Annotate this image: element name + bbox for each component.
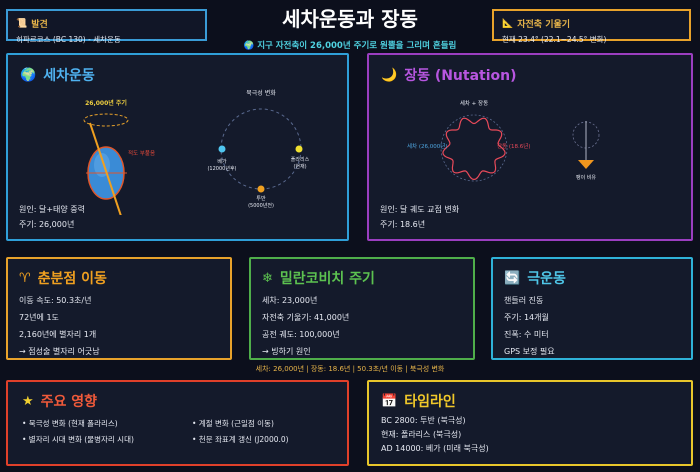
tilt-title: 자전축 기울기 — [517, 20, 571, 30]
equinox-card: ♈ 춘분점 이동 이동 속도: 50.3초/년 72년에 1도 2,160년에 … — [6, 257, 232, 360]
pendulum-label: 팽이 비유 — [576, 174, 596, 181]
tilt-text: 현재 23.4° (22.1~24.5° 변화) — [502, 35, 607, 44]
polaris-star — [295, 145, 303, 153]
timeline-item: 현재: 폴라리스 (북극성) — [381, 430, 462, 439]
aries-icon: ♈ — [19, 270, 31, 286]
cycle-icon: 🔄 — [504, 270, 521, 286]
effects-right: • 계절 변화 (근일점 이동) • 천문 좌표계 갱신 (J2000.0) — [192, 416, 289, 448]
discovery-box: 📜 발견 히파르코스 (BC 130) - 세차운동 — [6, 9, 207, 44]
timeline-title: 타임라인 — [404, 394, 456, 410]
nutation-wave — [442, 117, 506, 181]
effects-card: ★ 주요 영향 • 북극성 변화 (현재 폴라리스) • 별자리 시대 변화 (… — [6, 380, 349, 466]
timeline-item: BC 2800: 투반 (북극성) — [381, 416, 466, 425]
thuban-star — [257, 185, 265, 193]
effects-title: 주요 영향 — [40, 394, 98, 410]
precession-diagram: 26,000년 주기 적도 부풀음 북극성 변화 베가 (12000년후) 폴라… — [83, 89, 310, 215]
nutation-right-label: 장동 (18.6년) — [497, 142, 530, 150]
equinox-line: 72년에 1도 — [19, 313, 59, 322]
effect-item: • 계절 변화 (근일점 이동) — [192, 419, 274, 428]
vega-star — [218, 145, 226, 153]
polar-line: GPS 보정 필요 — [504, 347, 555, 356]
rotation-axis — [89, 122, 122, 215]
star-icon: ★ — [22, 393, 34, 409]
polar-lines: 챈들러 진동 주기: 14개월 진폭: 수 미터 GPS 보정 필요 — [504, 292, 555, 360]
timeline-card: 📅 타임라인 BC 2800: 투반 (북극성) 현재: 폴라리스 (북극성) … — [367, 380, 693, 466]
discovery-text: 히파르코스 (BC 130) - 세차운동 — [16, 35, 121, 44]
milankovitch-card: ❄ 밀란코비치 주기 세차: 23,000년 자전축 기울기: 41,000년 … — [249, 257, 475, 360]
earth-icon: 🌍 — [243, 41, 255, 51]
precession-cone-ellipse — [83, 113, 129, 127]
thuban-label: 투반 — [256, 195, 266, 202]
discovery-title: 발견 — [31, 20, 48, 30]
milankovitch-line: 자전축 기울기: 41,000년 — [262, 313, 350, 322]
precession-circle — [440, 114, 508, 182]
angle-icon: 📐 — [502, 18, 514, 29]
moon-icon: 🌙 — [381, 67, 398, 83]
scroll-icon: 📜 — [16, 18, 28, 29]
nutation-cause: 원인: 달 궤도 교점 변화 — [380, 205, 460, 214]
thuban-sub: (5000년전) — [248, 202, 274, 209]
snowflake-icon: ❄ — [262, 270, 273, 286]
nutation-left-label: 세차 (26,000년) — [407, 142, 447, 150]
nutation-diagram-title: 세차 + 장동 — [460, 99, 488, 107]
precession-cause: 원인: 달+태양 중력 — [19, 205, 86, 214]
polaris-sub: (현재) — [293, 163, 306, 170]
polar-title: 극운동 — [527, 271, 566, 287]
polar-motion-card: 🔄 극운동 챈들러 진동 주기: 14개월 진폭: 수 미터 GPS 보정 필요 — [491, 257, 693, 360]
equator-label: 적도 부풀음 — [128, 150, 155, 157]
top-marker — [578, 160, 594, 169]
precession-title: 세차운동 — [43, 68, 95, 84]
equinox-title: 춘분점 이동 — [37, 271, 107, 287]
nutation-title: 장동 (Nutation) — [404, 68, 517, 84]
timeline-item: AD 14000: 베가 (미래 북극성) — [381, 444, 489, 453]
calendar-icon: 📅 — [381, 393, 398, 409]
vega-sub: (12000년후) — [207, 165, 236, 172]
page-subtitle: 🌍 지구 자전축이 26,000년 주기로 원뿔을 그리며 흔들림 — [243, 41, 457, 51]
milankovitch-lines: 세차: 23,000년 자전축 기울기: 41,000년 공전 궤도: 100,… — [262, 292, 349, 360]
equinox-lines: 이동 속도: 50.3초/년 72년에 1도 2,160년에 별자리 1개 → … — [19, 292, 100, 360]
nutation-card: 🌙 장동 (Nutation) 세차 + 장동 세차 (26,000년) 장동 … — [367, 53, 693, 241]
vega-label: 베가 — [217, 158, 227, 165]
tilt-box: 📐 자전축 기울기 현재 23.4° (22.1~24.5° 변화) — [492, 9, 691, 44]
orbit-title: 북극성 변화 — [246, 89, 276, 97]
milankovitch-line: 세차: 23,000년 — [262, 296, 318, 305]
precession-card: 🌍 세차운동 26,000년 주기 적도 부풀음 북극성 변화 베가 (1200… — [6, 53, 349, 241]
precession-period: 주기: 26,000년 — [19, 220, 75, 229]
nutation-diagram: 세차 + 장동 세차 (26,000년) 장동 (18.6년) 팽이 비유 — [407, 99, 600, 182]
effects-left: • 북극성 변화 (현재 폴라리스) • 별자리 시대 변화 (물병자리 시대) — [22, 416, 134, 448]
stats-bar: 세차: 26,000년 | 장동: 18.6년 | 50.3초/년 이동 | 북… — [255, 365, 445, 373]
polaris-label: 폴라리스 — [291, 156, 310, 163]
period-label: 26,000년 주기 — [85, 99, 127, 107]
effect-item: • 천문 좌표계 갱신 (J2000.0) — [192, 435, 289, 444]
globe-icon: 🌍 — [20, 67, 37, 83]
milankovitch-title: 밀란코비치 주기 — [279, 271, 375, 287]
effect-item: • 북극성 변화 (현재 폴라리스) — [22, 419, 118, 428]
polar-line: 챈들러 진동 — [504, 296, 544, 305]
polar-line: 주기: 14개월 — [504, 313, 549, 322]
equinox-line: → 점성술 별자리 어긋남 — [19, 347, 100, 356]
polar-line: 진폭: 수 미터 — [504, 330, 549, 339]
nutation-period: 주기: 18.6년 — [380, 220, 426, 229]
equinox-line: 이동 속도: 50.3초/년 — [19, 296, 92, 305]
milankovitch-line: 공전 궤도: 100,000년 — [262, 330, 340, 339]
effect-item: • 별자리 시대 변화 (물병자리 시대) — [22, 435, 134, 444]
equinox-line: 2,160년에 별자리 1개 — [19, 330, 97, 339]
timeline-lines: BC 2800: 투반 (북극성) 현재: 폴라리스 (북극성) AD 1400… — [381, 414, 489, 456]
milankovitch-line: → 빙하기 원인 — [262, 347, 311, 356]
page-title: 세차운동과 장동 — [282, 7, 418, 31]
pole-orbit — [220, 108, 302, 190]
